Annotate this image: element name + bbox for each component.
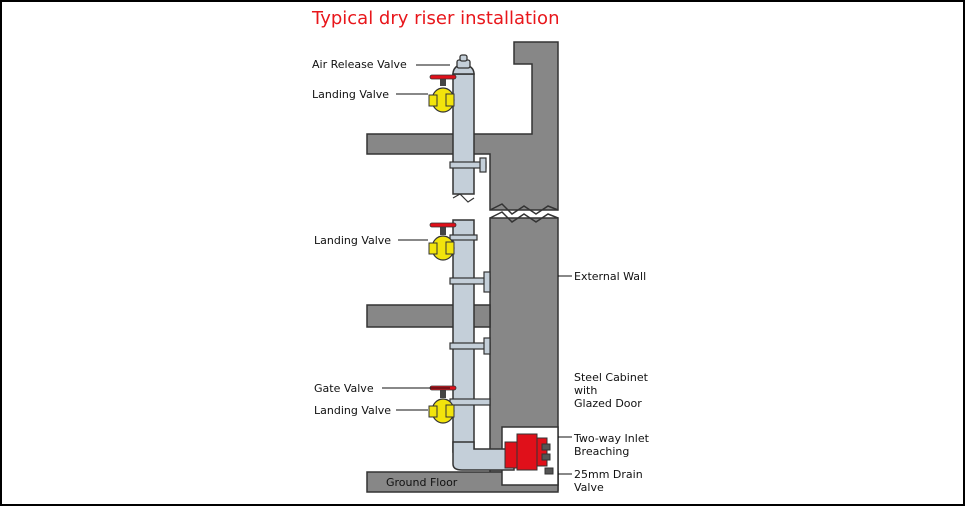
wall-brackets bbox=[449, 157, 491, 406]
label-gate-valve: Gate Valve bbox=[314, 382, 374, 395]
wall-break-top bbox=[489, 203, 559, 215]
upper-wall bbox=[366, 41, 559, 211]
label-landing-valve-top: Landing Valve bbox=[312, 88, 390, 101]
label-drain-valve-line-1: 25mm Drain bbox=[574, 468, 643, 481]
inlet-breaching bbox=[504, 433, 554, 475]
label-steel-cabinet-line-2: with bbox=[574, 384, 598, 397]
label-ground-floor: Ground Floor bbox=[386, 476, 458, 489]
figure-title: Typical dry riser installation bbox=[312, 8, 560, 29]
label-drain-valve-line-2: Valve bbox=[574, 481, 604, 494]
landing-valve-top bbox=[428, 74, 457, 113]
air-release-valve-cap bbox=[456, 54, 471, 69]
label-steel-cabinet-line-1: Steel Cabinet bbox=[574, 371, 648, 384]
riser-pipe-upper bbox=[452, 63, 475, 195]
label-landing-valve-mid: Landing Valve bbox=[314, 234, 392, 247]
label-inlet-breaching-line-1: Two-way Inlet bbox=[574, 432, 649, 445]
label-air-release-valve: Air Release Valve bbox=[312, 58, 407, 71]
wall-break-bottom bbox=[489, 211, 559, 223]
landing-valve-mid bbox=[428, 222, 457, 261]
label-landing-valve-bottom: Landing Valve bbox=[314, 404, 392, 417]
landing-valve-bottom bbox=[428, 385, 457, 424]
pipe-break bbox=[452, 193, 475, 203]
label-inlet-breaching-line-2: Breaching bbox=[574, 445, 630, 458]
label-external-wall: External Wall bbox=[574, 270, 647, 283]
label-steel-cabinet-line-3: Glazed Door bbox=[574, 397, 642, 410]
leader-lines bbox=[382, 64, 572, 475]
concrete-structure bbox=[366, 41, 559, 493]
